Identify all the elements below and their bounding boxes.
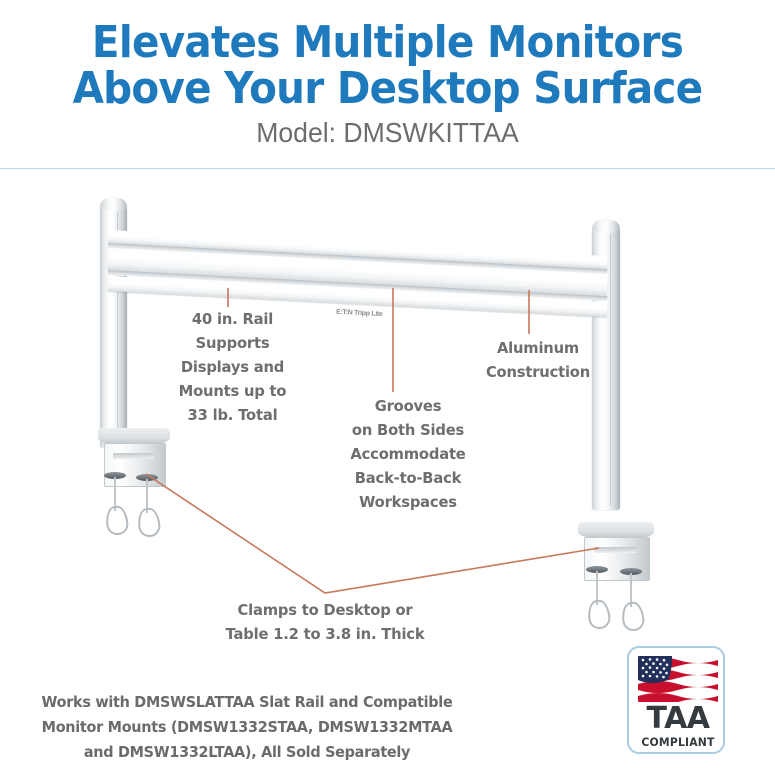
screw-loop-handle <box>136 506 162 539</box>
brand-logo: E:T:N Tripp Lite <box>335 308 383 319</box>
header-divider <box>0 168 775 169</box>
model-subtitle: Model: DMSWKITTAA <box>256 117 519 148</box>
compatibility-note: Works with DMSWSLATTAA Slat Rail and Com… <box>41 693 453 761</box>
callout-aluminum-construction: Aluminum Construction <box>485 339 591 381</box>
right-post-seam <box>610 234 611 506</box>
screw-knob <box>104 472 126 479</box>
right-clamp-screw-inner <box>618 568 646 633</box>
screw-loop-handle <box>586 598 612 631</box>
right-clamp-slot <box>593 547 638 553</box>
left-clamp-screw-outer <box>102 472 130 537</box>
callout-clamp-range: Clamps to Desktop or Table 1.2 to 3.8 in… <box>225 601 425 643</box>
left-post-cap <box>100 198 127 210</box>
taa-compliant-badge: TAA COMPLIANT <box>627 646 725 754</box>
screw-shaft <box>114 477 116 511</box>
us-flag-icon <box>638 656 718 702</box>
header: Elevates Multiple Monitors Above Your De… <box>0 0 775 170</box>
left-desk-clamp <box>98 428 170 539</box>
screw-loop-handle <box>104 504 130 537</box>
product-illustration: E:T:N Tripp Lite <box>0 170 775 650</box>
left-post-seam <box>117 212 118 444</box>
callout-rail-capacity: 40 in. Rail Supports Displays and Mounts… <box>178 310 287 424</box>
right-desk-clamp <box>578 522 654 633</box>
page-title-line-2: Above Your Desktop Surface <box>72 63 704 114</box>
screw-shaft <box>630 573 632 607</box>
callout-grooves: Grooves on Both Sides Accommodate Back-t… <box>350 397 466 511</box>
page-title-line-1: Elevates Multiple Monitors <box>91 17 684 68</box>
screw-loop-handle <box>620 600 646 633</box>
right-post-cap <box>592 220 620 232</box>
left-clamp-plate <box>98 428 170 446</box>
screw-knob <box>620 568 642 575</box>
left-clamp-screw-inner <box>134 474 162 539</box>
taa-badge-title: TAA <box>646 701 710 736</box>
taa-badge-subtitle: COMPLIANT <box>641 735 715 749</box>
right-clamp-screw-outer <box>584 566 612 631</box>
left-clamp-slot <box>113 453 155 459</box>
